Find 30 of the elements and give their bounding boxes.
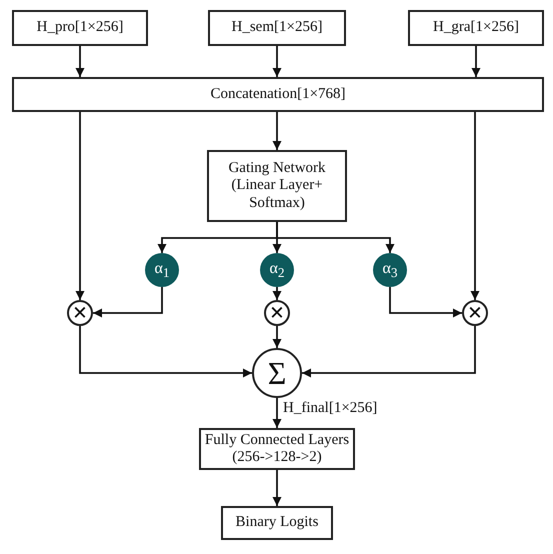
weight-circle: α$_{2}$	[260, 253, 294, 287]
arrow	[93, 287, 163, 318]
sum-circle: Σ	[252, 348, 302, 398]
output-box: Binary Logits	[221, 506, 333, 540]
arrow	[272, 470, 282, 506]
input-box: H_sem[1×256]	[208, 10, 346, 46]
process-box: Gating Network (Linear Layer+ Softmax)	[207, 150, 347, 222]
arrow	[276, 222, 394, 253]
edge-label: H_final[1×256]	[281, 400, 380, 417]
multiply-circle: ×	[264, 300, 290, 326]
arrow	[272, 398, 282, 428]
input-box: H_gra[1×256]	[408, 10, 544, 46]
weight-circle: α$_{1}$	[145, 253, 179, 287]
arrow	[79, 326, 252, 378]
input-box: H_pro[1×256]	[12, 10, 148, 46]
process-box: Fully Connected Layers (256->128->2)	[199, 428, 355, 470]
arrow	[272, 287, 282, 300]
arrow	[76, 112, 84, 300]
arrow	[389, 287, 462, 318]
process-box: Concatenation[1×768]	[12, 77, 544, 112]
arrow	[272, 326, 282, 348]
arrow	[272, 112, 282, 150]
arrow	[76, 46, 84, 77]
arrow	[302, 326, 476, 378]
weight-circle: α$_{3}$	[373, 253, 407, 287]
arrow	[470, 112, 480, 300]
arrow	[472, 46, 480, 77]
arrow	[272, 46, 282, 77]
multiply-circle: ×	[462, 300, 488, 326]
multiply-circle: ×	[67, 300, 93, 326]
